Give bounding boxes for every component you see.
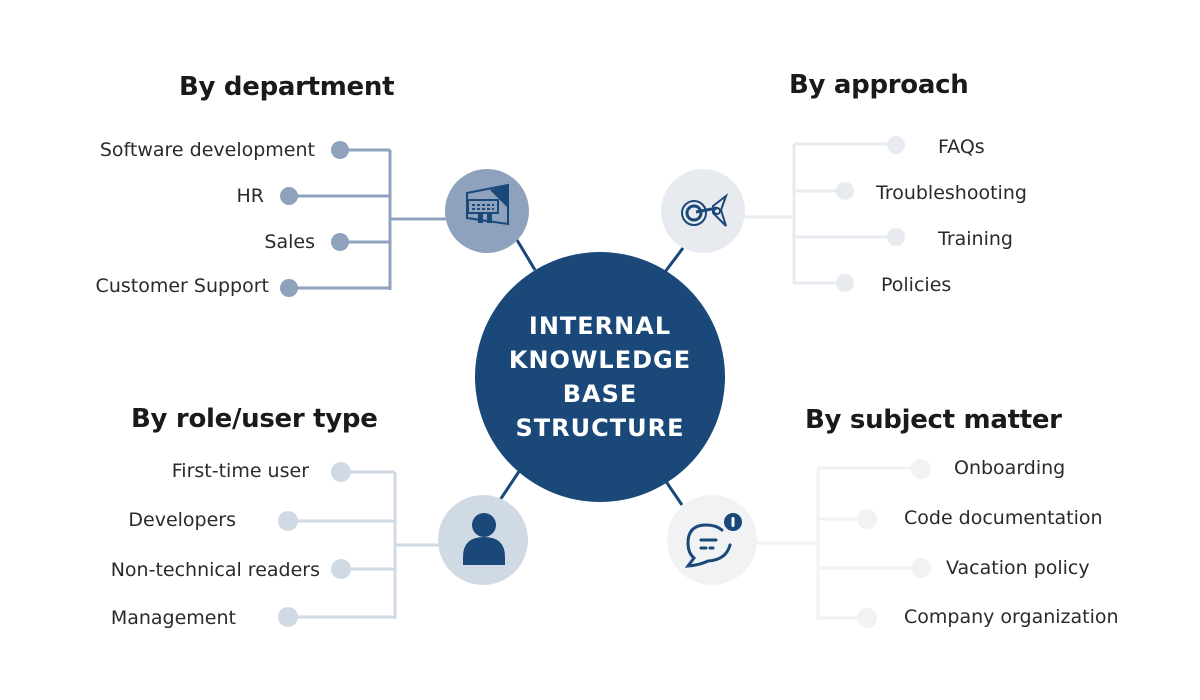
subject-bullet [911, 459, 931, 479]
department-item-hr: HR [236, 185, 265, 207]
approach-item-troubleshooting: Troubleshooting [876, 182, 1027, 204]
role-bullet [331, 462, 351, 482]
subject-item-vacation-policy: Vacation policy [946, 557, 1090, 579]
spoke-subject [663, 479, 684, 506]
subject-bullet [911, 558, 931, 578]
role-bullet [331, 559, 351, 579]
heading-subject: By subject matter [805, 405, 1062, 435]
subject-item-onboarding: Onboarding [954, 457, 1066, 479]
department-item-sales: Sales [264, 231, 315, 253]
heading-role: By role/user type [131, 404, 378, 434]
department-tree [289, 148, 450, 290]
center-title-line: STRUCTURE [515, 414, 685, 442]
center-circle [475, 252, 725, 502]
approach-bullet [836, 182, 854, 200]
subject-item-code-documentation: Code documentation [904, 507, 1103, 529]
role-item-developers: Developers [128, 509, 236, 531]
role-bullet [278, 511, 298, 531]
approach-bullet [836, 274, 854, 292]
spoke-role [498, 469, 522, 501]
subject-item-company-organization: Company organization [904, 606, 1119, 628]
department-bullet [331, 233, 349, 251]
role-bullet [278, 607, 298, 627]
center-title-line: INTERNAL [528, 312, 672, 340]
user-icon [463, 513, 505, 565]
role-item-first-time-user: First-time user [171, 460, 309, 482]
department-item-software-development: Software development [99, 139, 315, 161]
role-item-non-technical-readers: Non-technical readers [110, 559, 320, 581]
subject-bullet [857, 509, 877, 529]
heading-department: By department [179, 72, 395, 102]
approach-item-policies: Policies [881, 274, 952, 296]
center-title: INTERNAL KNOWLEDGE BASE STRUCTURE [475, 282, 725, 472]
target-arrow-icon [681, 193, 729, 227]
approach-item-faqs: FAQs [938, 136, 985, 158]
approach-bullet [887, 228, 905, 246]
heading-approach: By approach [789, 70, 969, 100]
spoke-approach [663, 247, 685, 273]
department-bullet [280, 187, 298, 205]
department-item-customer-support: Customer Support [95, 275, 269, 297]
approach-item-training: Training [938, 228, 1013, 250]
center-title-line: BASE [562, 380, 638, 408]
spoke-department [515, 239, 537, 271]
center-title-line: KNOWLEDGE [508, 346, 692, 374]
department-bullet [280, 279, 298, 297]
role-item-management: Management [110, 607, 236, 629]
subject-bullet [857, 608, 877, 628]
approach-tree [745, 142, 896, 285]
department-bullet [331, 141, 349, 159]
chat-bubble-info-icon [684, 513, 742, 568]
role-tree [288, 470, 445, 619]
presentation-board-icon [466, 183, 509, 226]
subject-tree [756, 466, 921, 620]
approach-bullet [887, 136, 905, 154]
